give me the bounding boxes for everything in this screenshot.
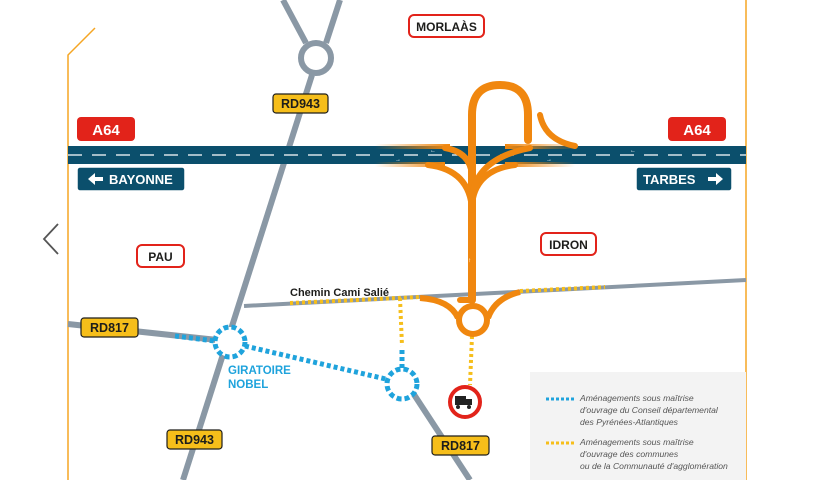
interchange-ramps: [375, 81, 580, 304]
giratoire-nobel-roundabout: [212, 324, 248, 360]
svg-text:RD943: RD943: [281, 97, 320, 111]
direction-sign-bayonne: BAYONNE: [76, 166, 186, 192]
roundabout-rd817: [384, 366, 420, 402]
legend-item-2-line-2: d'ouvrage des communes: [580, 449, 679, 459]
legend-item-1-line-2: d'ouvrage du Conseil départemental: [580, 405, 719, 415]
legend: Aménagements sous maîtrise d'ouvrage du …: [530, 372, 746, 480]
svg-text:↑: ↑: [468, 258, 471, 264]
town-label-morlaas: MORLAÀS: [408, 14, 485, 38]
blue-dotted-routes: [174, 333, 405, 383]
svg-text:A64: A64: [683, 122, 711, 139]
a64-badge-left: A64: [77, 117, 135, 141]
svg-text:BAYONNE: BAYONNE: [109, 172, 173, 187]
orange-roundabout: [419, 289, 521, 337]
rd943-road: [180, 0, 343, 480]
a64-motorway: [68, 146, 746, 164]
roundabout-rd943: [298, 40, 334, 76]
giratoire-label-line1: GIRATOIRE: [228, 365, 291, 377]
arrow-right-icon: [708, 173, 723, 185]
road-label-chemin-cami-salie: Chemin Cami Salié: [290, 287, 389, 299]
a64-badge-right: A64: [668, 117, 726, 141]
svg-text:TARBES: TARBES: [643, 172, 696, 187]
legend-item-2-line-1: Aménagements sous maîtrise: [579, 437, 694, 447]
rd943-badge-bottom: RD943: [166, 429, 223, 450]
legend-item-2-line-3: ou de la Communauté d'agglomération: [580, 461, 728, 471]
giratoire-label-line2: NOBEL: [228, 379, 268, 391]
direction-sign-tarbes: TARBES: [635, 166, 733, 192]
svg-text:→: →: [546, 157, 552, 163]
svg-text:←: ←: [430, 148, 436, 154]
rd943-badge-top: RD943: [272, 93, 329, 114]
rd817-badge-bottom: RD817: [431, 435, 490, 456]
svg-text:A64: A64: [92, 122, 120, 139]
svg-text:IDRON: IDRON: [549, 238, 588, 252]
svg-text:RD817: RD817: [90, 321, 129, 335]
lane-arrows: → ← ← → ↑: [395, 148, 636, 264]
chevron-left-icon: [42, 223, 59, 255]
svg-text:PAU: PAU: [148, 250, 172, 264]
svg-text:RD817: RD817: [441, 439, 480, 453]
arrow-left-icon: [88, 173, 103, 185]
svg-text:MORLAÀS: MORLAÀS: [416, 19, 477, 34]
legend-item-1-line-3: des Pyrénées-Atlantiques: [580, 417, 679, 427]
svg-text:→: →: [395, 157, 401, 163]
yellow-dotted-routes: [289, 285, 606, 386]
previous-button[interactable]: [30, 215, 70, 263]
legend-item-1-line-1: Aménagements sous maîtrise: [579, 393, 694, 403]
svg-text:←: ←: [630, 148, 636, 154]
town-label-idron: IDRON: [540, 232, 597, 256]
svg-text:RD943: RD943: [175, 433, 214, 447]
rd817-badge-left: RD817: [80, 317, 139, 338]
town-label-pau: PAU: [136, 244, 185, 268]
no-trucks-icon: [448, 385, 482, 419]
rd817-road: [67, 321, 473, 480]
